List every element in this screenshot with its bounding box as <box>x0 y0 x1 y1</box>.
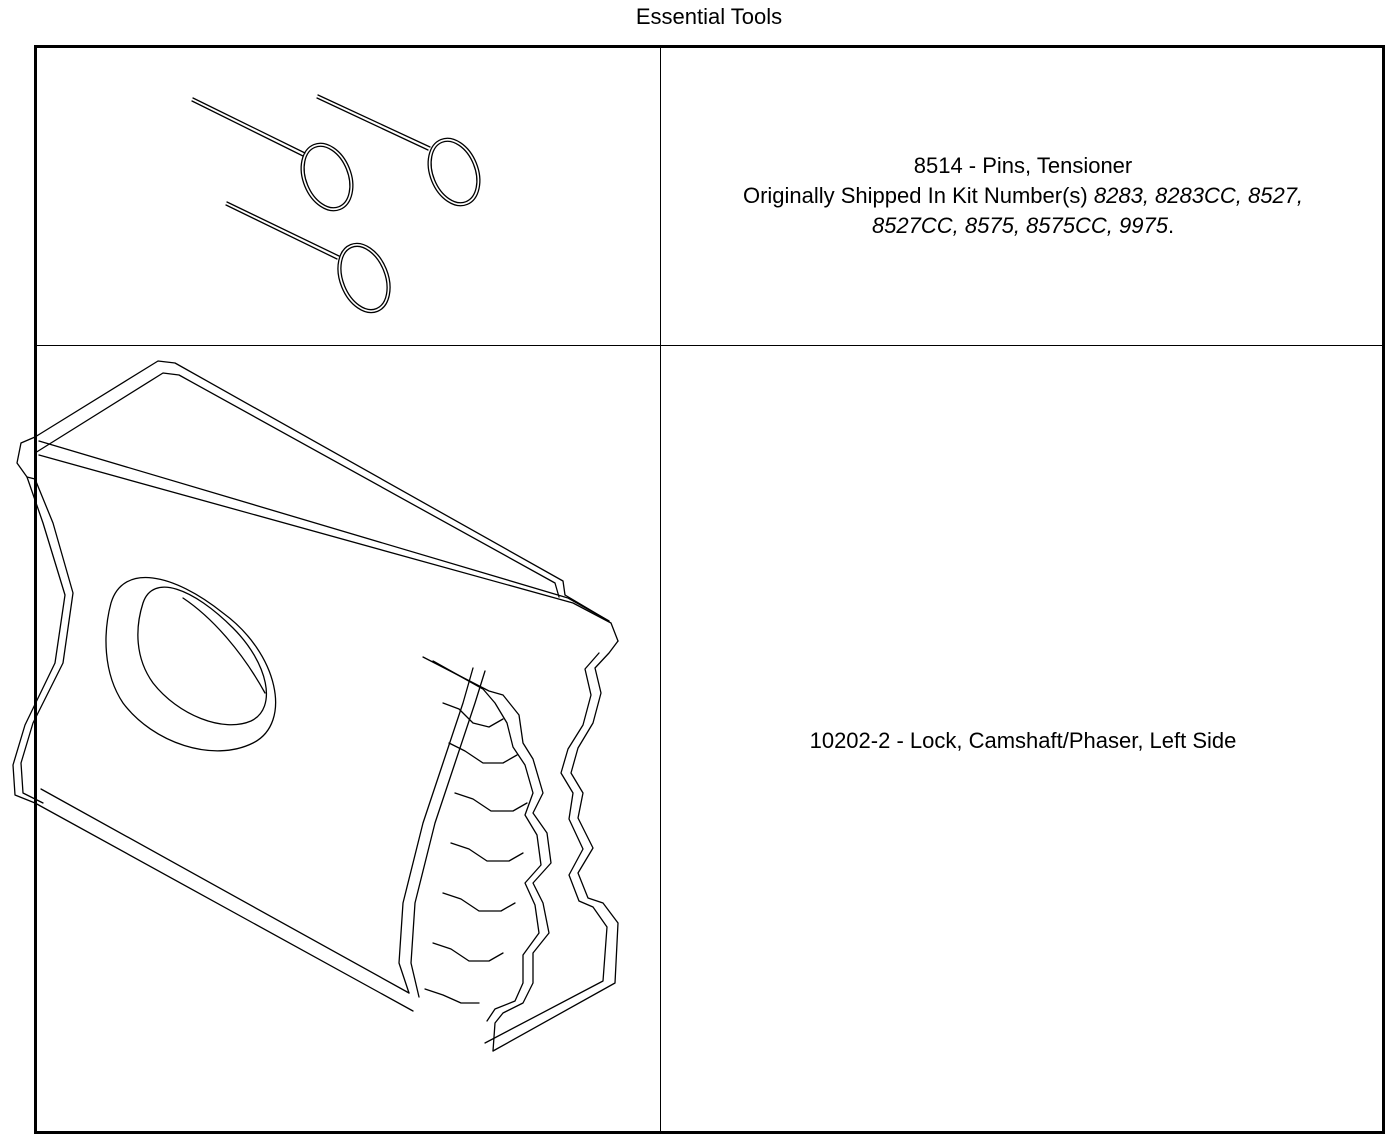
tool-name: 10202-2 - Lock, Camshaft/Phaser, Left Si… <box>809 728 1237 753</box>
column-divider <box>660 48 661 1131</box>
page-title: Essential Tools <box>635 4 783 29</box>
pin-3 <box>225 201 391 314</box>
kit-list-line-1: 8283, 8283CC, 8527, <box>1093 183 1304 208</box>
tool-description-8514: 8514 - Pins, Tensioner Originally Shippe… <box>661 151 1385 241</box>
kit-prefix: Originally Shipped In Kit Number(s) <box>742 183 1094 208</box>
tensioner-pins-icon <box>191 94 481 314</box>
tool-name: 8514 - Pins, Tensioner <box>913 153 1133 178</box>
pin-2 <box>316 94 481 207</box>
tool-description-10202-2: 10202-2 - Lock, Camshaft/Phaser, Left Si… <box>661 726 1385 756</box>
pin-1 <box>191 97 354 212</box>
kit-suffix: . <box>1167 213 1175 238</box>
camshaft-lock-icon <box>12 360 619 1052</box>
kit-list-line-2: 8527CC, 8575, 8575CC, 9975 <box>871 213 1168 238</box>
kit-numbers: Originally Shipped In Kit Number(s) 8283… <box>661 181 1385 211</box>
kit-numbers-cont: 8527CC, 8575, 8575CC, 9975. <box>661 211 1385 241</box>
row-divider <box>37 345 1382 346</box>
essential-tools-table: 8514 - Pins, Tensioner Originally Shippe… <box>12 45 1385 1134</box>
